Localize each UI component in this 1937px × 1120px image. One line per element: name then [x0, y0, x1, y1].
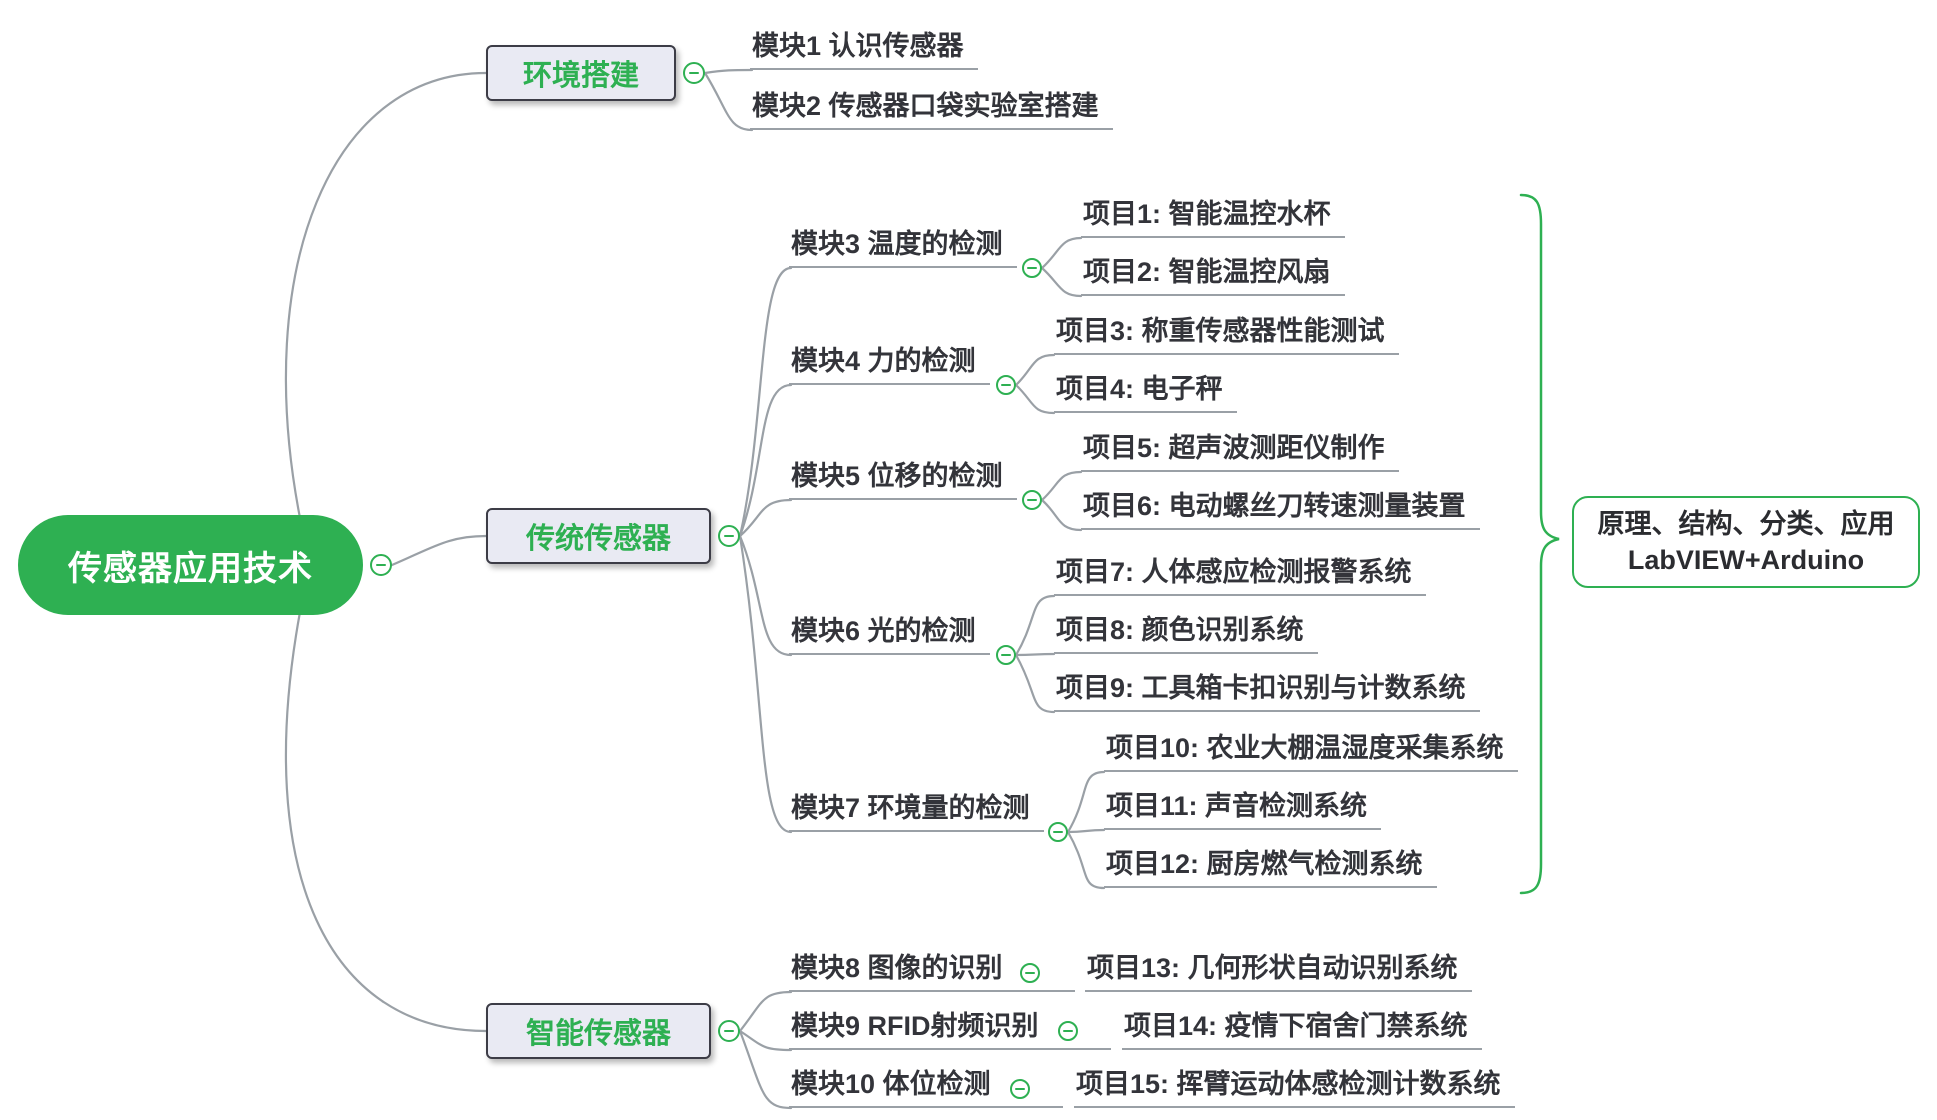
- node-project-10[interactable]: 项目10: 农业大棚温湿度采集系统: [1104, 732, 1518, 772]
- minus-icon: [1063, 1029, 1073, 1033]
- node-module-9[interactable]: 模块9 RFID射频识别: [789, 1010, 1111, 1050]
- minus-icon: [1027, 498, 1037, 502]
- node-project-13[interactable]: 项目13: 几何形状自动识别系统: [1085, 952, 1472, 992]
- node-project-2[interactable]: 项目2: 智能温控风扇: [1081, 256, 1345, 296]
- collapse-icon[interactable]: [1048, 822, 1068, 842]
- node-project-11[interactable]: 项目11: 声音检测系统: [1104, 790, 1382, 830]
- minus-icon: [724, 534, 734, 538]
- branch-smart-sensors[interactable]: 智能传感器: [486, 1003, 711, 1059]
- annotation-line1: 原理、结构、分类、应用: [1597, 509, 1895, 539]
- collapse-icon[interactable]: [996, 375, 1016, 395]
- annotation-line2: LabVIEW+Arduino: [1627, 545, 1865, 575]
- minus-icon: [1027, 266, 1037, 270]
- node-project-14[interactable]: 项目14: 疫情下宿舍门禁系统: [1122, 1010, 1482, 1050]
- brace: [1519, 193, 1560, 895]
- node-project-9[interactable]: 项目9: 工具箱卡扣识别与计数系统: [1054, 672, 1480, 712]
- collapse-icon[interactable]: [996, 645, 1016, 665]
- branch-traditional-sensors[interactable]: 传统传感器: [486, 508, 711, 564]
- collapse-icon[interactable]: [1010, 1079, 1030, 1099]
- minus-icon: [1001, 653, 1011, 657]
- node-module-3[interactable]: 模块3 温度的检测: [789, 228, 1017, 268]
- root-node[interactable]: 传感器应用技术: [18, 515, 363, 615]
- minus-icon: [1053, 830, 1063, 834]
- collapse-icon[interactable]: [370, 554, 392, 576]
- node-module-5[interactable]: 模块5 位移的检测: [789, 460, 1017, 500]
- node-project-4[interactable]: 项目4: 电子秤: [1054, 373, 1237, 413]
- collapse-icon[interactable]: [1058, 1021, 1078, 1041]
- node-project-12[interactable]: 项目12: 厨房燃气检测系统: [1104, 848, 1437, 888]
- branch-env-setup[interactable]: 环境搭建: [486, 45, 676, 101]
- collapse-icon[interactable]: [1022, 490, 1042, 510]
- minus-icon: [724, 1029, 734, 1033]
- minus-icon: [376, 563, 386, 567]
- collapse-icon[interactable]: [718, 525, 740, 547]
- node-project-8[interactable]: 项目8: 颜色识别系统: [1054, 614, 1318, 654]
- minus-icon: [1001, 383, 1011, 387]
- node-module-4[interactable]: 模块4 力的检测: [789, 345, 990, 385]
- node-project-3[interactable]: 项目3: 称重传感器性能测试: [1054, 315, 1399, 355]
- node-module-7[interactable]: 模块7 环境量的检测: [789, 792, 1044, 832]
- minus-icon: [1025, 971, 1035, 975]
- node-project-7[interactable]: 项目7: 人体感应检测报警系统: [1054, 556, 1426, 596]
- node-project-6[interactable]: 项目6: 电动螺丝刀转速测量装置: [1081, 490, 1480, 530]
- node-project-15[interactable]: 项目15: 挥臂运动体感检测计数系统: [1074, 1068, 1515, 1108]
- node-module-8[interactable]: 模块8 图像的识别: [789, 952, 1075, 992]
- node-project-5[interactable]: 项目5: 超声波测距仪制作: [1081, 432, 1399, 472]
- minus-icon: [689, 71, 699, 75]
- collapse-icon[interactable]: [1022, 258, 1042, 278]
- node-module-1[interactable]: 模块1 认识传感器: [750, 30, 978, 70]
- minus-icon: [1015, 1087, 1025, 1091]
- collapse-icon[interactable]: [683, 62, 705, 84]
- node-module-10[interactable]: 模块10 体位检测: [789, 1068, 1063, 1108]
- annotation-box[interactable]: 原理、结构、分类、应用 LabVIEW+Arduino: [1572, 496, 1920, 588]
- node-project-1[interactable]: 项目1: 智能温控水杯: [1081, 198, 1345, 238]
- node-module-2[interactable]: 模块2 传感器口袋实验室搭建: [750, 90, 1113, 130]
- collapse-icon[interactable]: [718, 1020, 740, 1042]
- collapse-icon[interactable]: [1020, 963, 1040, 983]
- node-module-6[interactable]: 模块6 光的检测: [789, 615, 990, 655]
